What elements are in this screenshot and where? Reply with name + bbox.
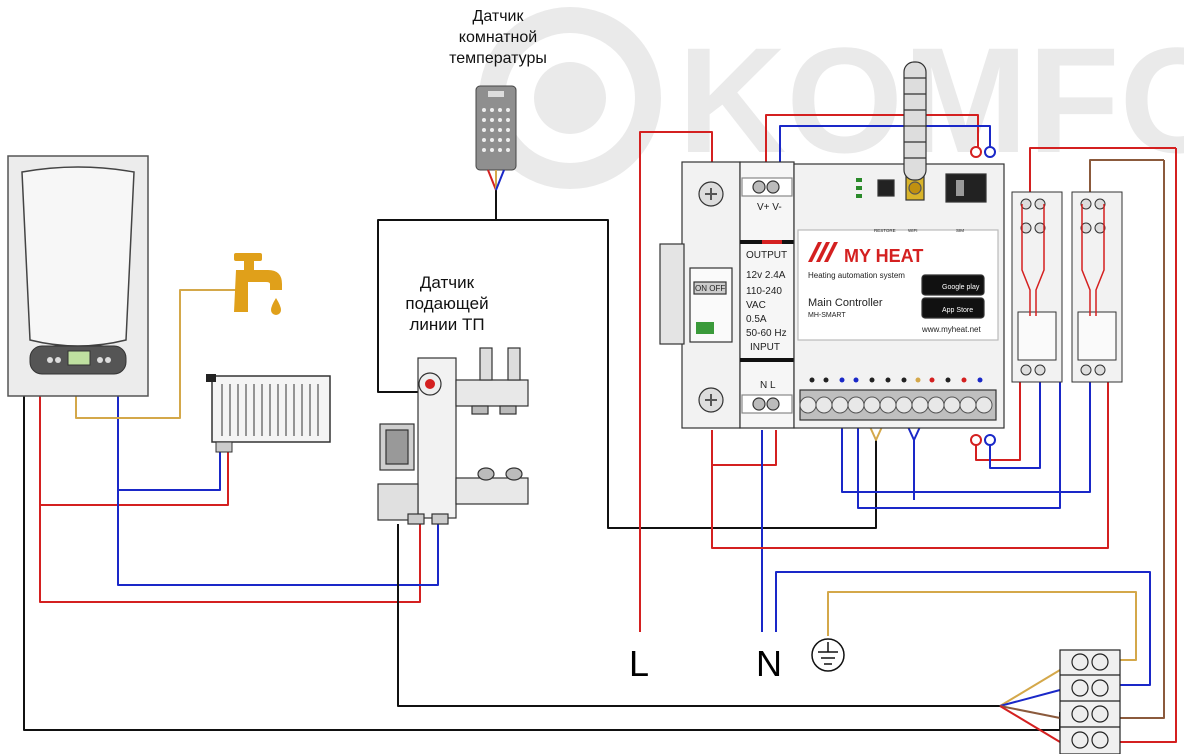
psu-bottom-terminal-label: N L (760, 380, 776, 391)
wire-fan-yellow (999, 669, 1061, 707)
neutral-N-label: N (756, 643, 782, 684)
wire-ctrl-red-big (711, 380, 1109, 549)
controller-model: MH-SMART (808, 312, 846, 319)
ctrl-power-blue-bottom (984, 434, 996, 446)
controller-tagline: Heating automation system (808, 271, 905, 280)
wire-fan-brown (999, 705, 1061, 719)
psu-spec-3: VAC (746, 300, 766, 311)
wire-black-bottom (23, 395, 1061, 731)
gas-boiler (7, 155, 149, 397)
wire-boiler-faucet (75, 289, 240, 419)
controller-indicator-dots (809, 377, 983, 383)
wire-line-L (639, 131, 713, 632)
wire-red-breaker (711, 430, 777, 466)
psu-spec-1: 12v 2.4A (746, 270, 786, 281)
supply-sensor-label-line3: линии ТП (409, 315, 485, 334)
wire-boiler-red-long (39, 395, 421, 603)
psu-spec-2: 110-240 (746, 286, 782, 297)
wire-fan-blue (999, 689, 1061, 707)
controller-terminal-screws (799, 396, 993, 414)
wire-relay-red-down (1120, 148, 1177, 743)
controller-name: Main Controller (808, 297, 883, 309)
psu-spec-4: 0.5A (746, 314, 767, 325)
controller-button-restore-icon (877, 179, 895, 197)
ctrl-power-red-bottom (970, 434, 982, 446)
terminal-block (1059, 649, 1121, 754)
controller-btn-label-3: SIM (956, 228, 964, 233)
wire-ctrl-red-lower (975, 380, 1021, 461)
controller-url: www.myheat.net (921, 325, 981, 334)
myheat-logo-icon (808, 242, 838, 262)
wire-boiler-blue-rad (118, 452, 221, 491)
psu-output-label: OUTPUT (746, 250, 787, 261)
ctrl-power-red-top (970, 146, 982, 158)
underfloor-manifold-icon (377, 347, 529, 525)
supply-sensor-label-line1: Датчик (419, 273, 475, 292)
wire-ctrl-blue-b (857, 380, 1061, 509)
psu-input-label: INPUT (750, 342, 780, 353)
room-sensor-label-line2: комнатной (458, 29, 538, 46)
wire-relay-brown-top (1089, 159, 1164, 195)
wire-psu-plus (765, 114, 979, 165)
wire-N-terminal (775, 571, 1151, 686)
controller-btn-label-2: WIFI (908, 228, 918, 233)
watermark-text: KOMFO (678, 16, 1184, 184)
faucet-icon (234, 253, 282, 315)
app-store-text: App Store (942, 307, 973, 314)
boiler-display (67, 350, 91, 366)
wire-psu-minus (779, 125, 991, 165)
supply-sensor-label-line2: подающей (405, 294, 489, 313)
wire-boiler-red-rad (40, 452, 229, 506)
wire-room-sensor-right (496, 219, 877, 529)
relay-module-2 (1071, 191, 1123, 383)
psu-spec-5: 50-60 Hz (746, 328, 787, 339)
ctrl-power-blue-top (984, 146, 996, 158)
supply-sensor-label: Датчик подающей линии ТП (384, 272, 510, 335)
wire-ctrl-blue-lower (989, 380, 1041, 469)
controller-brand: MY HEAT (844, 246, 923, 266)
sim-slot-icon (945, 173, 987, 203)
ground-symbol-icon (811, 638, 845, 672)
wire-room-sensor (377, 190, 497, 393)
wire-fan-red (999, 705, 1061, 743)
power-supply-unit (739, 161, 795, 429)
antenna-icon (903, 61, 927, 181)
breaker-switch-label: ON OFF (695, 284, 725, 293)
psu-top-terminal-label: V+ V- (757, 202, 782, 213)
wire-black-sensor-mid (397, 524, 1000, 707)
watermark-logo: KOMFO (479, 7, 1184, 189)
room-sensor-label: Датчик комнатной температуры (420, 6, 576, 69)
wire-ctrl-blue-a (841, 380, 1091, 493)
room-temperature-sensor-icon (475, 85, 517, 191)
wire-relay-brown-down (1120, 160, 1165, 719)
google-play-badge (921, 274, 985, 296)
circuit-breaker (659, 161, 741, 429)
wire-relay-red-top (1029, 147, 1176, 195)
google-play-text: Google play (942, 284, 980, 291)
line-L-label: L (629, 643, 650, 684)
radiator-icon (206, 374, 331, 453)
room-sensor-label-line1: Датчик (472, 8, 524, 25)
relay-module-1 (1011, 191, 1063, 383)
controller-btn-label-1: RESTORE (874, 228, 896, 233)
myheat-controller (793, 163, 1005, 429)
room-sensor-label-line3: температуры (449, 50, 547, 67)
app-store-badge (921, 297, 985, 319)
wire-earth (827, 591, 1137, 661)
